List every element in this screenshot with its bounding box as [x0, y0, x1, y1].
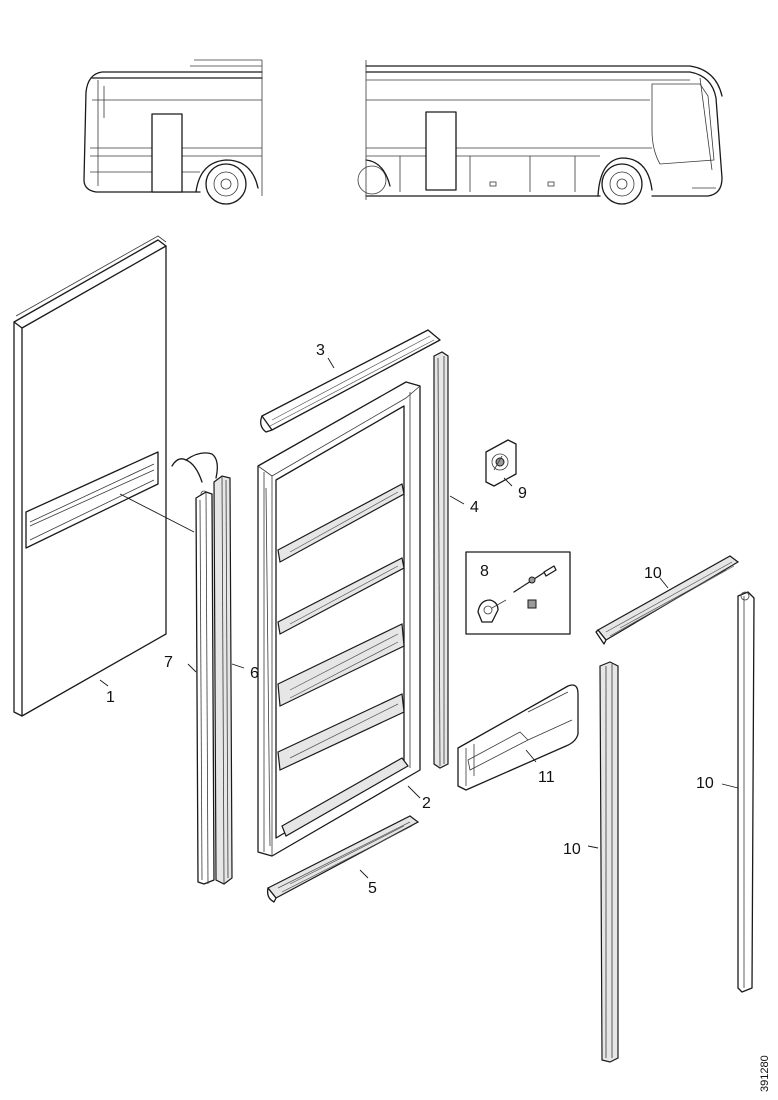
guide-profile-left: [599, 661, 619, 1063]
edge-profile-7: [195, 491, 215, 885]
callout-1: 1: [106, 689, 115, 706]
door-panel: [13, 235, 167, 717]
callout-9: 9: [518, 485, 527, 502]
door-location-marker: [151, 113, 183, 193]
top-profile: [260, 329, 441, 433]
door-handle: [457, 684, 579, 791]
callout-10-right: 10: [696, 775, 714, 792]
callout-3: 3: [316, 342, 325, 359]
guide-profile-top: [595, 555, 740, 645]
door-location-marker: [425, 111, 457, 191]
callout-2: 2: [422, 795, 431, 812]
callout-10-left: 10: [563, 841, 581, 858]
bus-rear-view: [83, 59, 263, 205]
edge-profile-6: [171, 452, 233, 885]
callout-8: 8: [480, 563, 489, 580]
bus-front-view: [357, 60, 723, 205]
seal-strip: [433, 351, 449, 769]
drawing-code: 391280: [759, 1055, 771, 1092]
callout-11: 11: [538, 769, 555, 786]
door-frame: [257, 381, 421, 857]
callout-7: 7: [164, 654, 173, 671]
callout-5: 5: [368, 880, 377, 897]
callout-10-top: 10: [644, 565, 662, 582]
callout-4: 4: [470, 499, 479, 516]
callout-6: 6: [250, 665, 259, 682]
fastener-kit: [465, 551, 571, 635]
bottom-profile: [266, 815, 420, 903]
lock-component: [485, 439, 517, 487]
guide-profile-right: [737, 591, 755, 993]
